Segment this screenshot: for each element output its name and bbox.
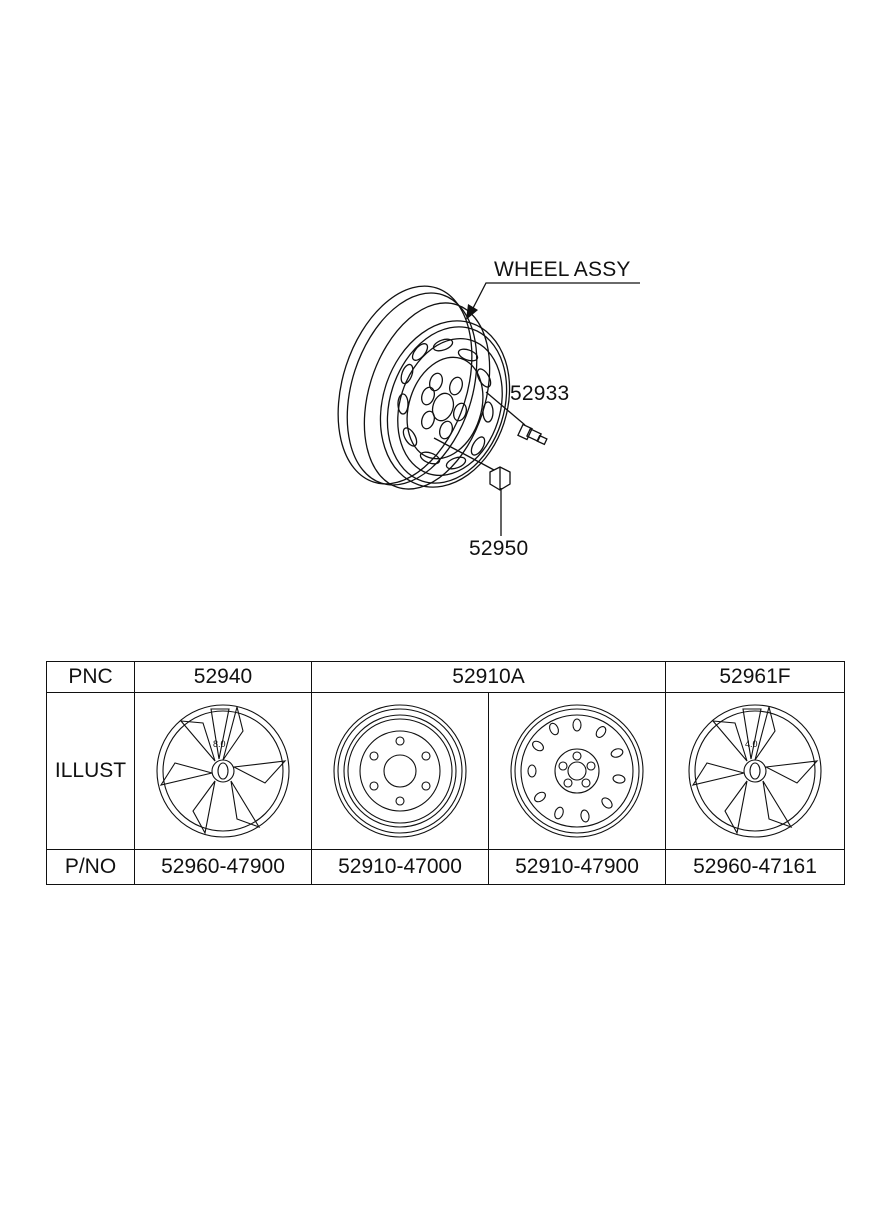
wheel-assy-leader (469, 282, 640, 315)
part-number-cell: 52960-47900 (134, 849, 312, 885)
rim-front-edge (379, 320, 511, 488)
row-label-pno: P/NO (46, 849, 135, 885)
pno-row: P/NO 52960-47900 52910-47000 52910-47900… (46, 849, 845, 885)
cover-size-mark: 8.0 (213, 739, 226, 749)
valve-part-number: 52933 (510, 382, 570, 405)
row-label-illust: ILLUST (46, 692, 135, 850)
cover-size-mark: 4.0 (745, 739, 758, 749)
part-number-cell: 52960-47161 (665, 849, 845, 885)
part-number-cell: 52910-47900 (488, 849, 666, 885)
lug-nut (489, 466, 511, 491)
illust-row: ILLUST 8.0 (46, 692, 845, 850)
parts-table: PNC 52940 52910A 52961F ILLUST 8.0 (46, 661, 845, 885)
nut-leader (433, 437, 495, 471)
pnc-cell: 52940 (134, 661, 312, 693)
valve-stem (517, 423, 548, 446)
row-label-pnc: PNC (46, 661, 135, 693)
part-number-cell: 52910-47000 (311, 849, 489, 885)
pnc-cell: 52961F (665, 661, 845, 693)
wheel-assembly-drawing (337, 282, 640, 536)
valve-leader (485, 391, 526, 426)
wheel-cover-illustration: 4.0 (665, 692, 845, 850)
nut-part-number: 52950 (469, 537, 529, 560)
slotted-wheel-illustration (488, 692, 666, 850)
wheel-cover-illustration: 8.0 (134, 692, 312, 850)
wheel-disc (406, 356, 484, 460)
pnc-row: PNC 52940 52910A 52961F (46, 661, 845, 693)
wheel-assy-label: WHEEL ASSY (494, 258, 631, 281)
pnc-cell: 52910A (311, 661, 666, 693)
steel-wheel-illustration (311, 692, 489, 850)
